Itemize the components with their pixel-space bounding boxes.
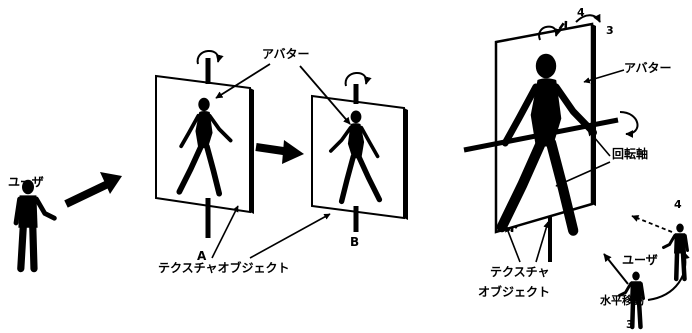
avatar-leader-b bbox=[299, 65, 351, 125]
panel-rotating bbox=[463, 15, 619, 262]
move-arrow-left bbox=[603, 253, 629, 285]
user-label-right: ユーザ bbox=[622, 253, 658, 267]
texture-leader-b bbox=[249, 213, 331, 259]
num-4-right: 4 bbox=[674, 198, 682, 211]
label-b: B bbox=[350, 235, 359, 249]
avatar-leader-a bbox=[215, 63, 271, 99]
rotation-arrow-b bbox=[344, 72, 372, 87]
num-3-top: 3 bbox=[606, 24, 614, 37]
rotation-axis-leader bbox=[587, 129, 611, 157]
panel-b bbox=[311, 84, 408, 232]
rotation-arrow-3-4 bbox=[575, 13, 601, 23]
num-4-top: 4 bbox=[577, 6, 585, 19]
rotation-axis-leader-2 bbox=[555, 161, 611, 187]
texture-leader-right-2 bbox=[535, 221, 550, 263]
user-label-left: ユーザ bbox=[8, 175, 44, 189]
user-to-avatar-leader bbox=[631, 215, 673, 233]
avatar-leader-right bbox=[583, 69, 625, 84]
texture-object-label-right-1: テクスチャ bbox=[490, 265, 550, 279]
rotation-arrow-top bbox=[538, 25, 562, 41]
texture-leader-a bbox=[211, 205, 239, 259]
user-figure-left bbox=[16, 180, 54, 269]
move-arc-arrow bbox=[647, 251, 690, 301]
big-arrow-1 bbox=[64, 172, 122, 208]
texture-object-label-left: テクスチャオブジェクト bbox=[158, 260, 290, 275]
rotation-arrow-axis bbox=[619, 111, 639, 138]
panel-a bbox=[155, 58, 254, 238]
rotation-axis-label: 回転軸 bbox=[612, 146, 648, 161]
avatar-label-right: アバター bbox=[624, 61, 672, 75]
texture-leader-right-1 bbox=[505, 225, 521, 263]
big-arrow-2 bbox=[255, 140, 304, 164]
label-a: A bbox=[197, 249, 207, 263]
rotation-arrow-a bbox=[196, 50, 224, 65]
texture-object-label-right-2: オブジェクト bbox=[478, 284, 550, 299]
horizontal-move-label: 水平移動 bbox=[600, 293, 644, 307]
avatar-label-top: アバター bbox=[262, 47, 310, 61]
num-3-bottom: 3 bbox=[626, 318, 634, 331]
